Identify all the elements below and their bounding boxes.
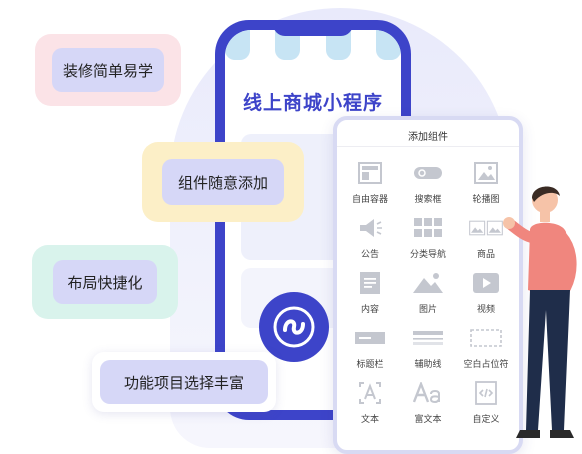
- component-label: 商品: [476, 250, 495, 260]
- image-icon: [411, 270, 445, 296]
- component-product[interactable]: 商品: [457, 215, 515, 270]
- panel-divider: [337, 146, 519, 147]
- presenter-person-illustration: [503, 186, 577, 438]
- category-nav-icon: [411, 215, 445, 241]
- component-video[interactable]: 视频: [457, 270, 515, 325]
- component-label: 轮播图: [472, 195, 500, 205]
- component-label: 辅助线: [414, 360, 442, 370]
- component-grid: 自由容器 搜索框 轮播图 公告 分类导航: [341, 160, 515, 435]
- component-free-container[interactable]: 自由容器: [341, 160, 399, 215]
- shop-awning: [225, 30, 401, 74]
- component-label: 公告: [360, 250, 379, 260]
- video-icon: [469, 270, 503, 296]
- component-title-bar[interactable]: 标题栏: [341, 325, 399, 380]
- component-search-box[interactable]: 搜索框: [399, 160, 457, 215]
- blank-placeholder-icon: [469, 325, 503, 351]
- feature-pill-rich-functions: 功能项目选择丰富: [92, 352, 276, 412]
- divider-line-icon: [411, 325, 445, 351]
- text-icon: [353, 380, 387, 406]
- component-rich-text[interactable]: 富文本: [399, 380, 457, 435]
- component-text[interactable]: 文本: [341, 380, 399, 435]
- feature-pill-add-components: 组件随意添加: [142, 142, 304, 222]
- component-label: 搜索框: [414, 195, 442, 205]
- rich-text-icon: [411, 380, 445, 406]
- feature-pill-easy-decoration: 装修简单易学: [35, 34, 181, 106]
- component-category-nav[interactable]: 分类导航: [399, 215, 457, 270]
- feature-label: 组件随意添加: [162, 159, 284, 205]
- component-label: 文本: [360, 415, 379, 425]
- add-component-panel: 添加组件 自由容器 搜索框 轮播图 公告: [333, 116, 523, 454]
- announcement-icon: [353, 215, 387, 241]
- component-carousel[interactable]: 轮播图: [457, 160, 515, 215]
- component-announcement[interactable]: 公告: [341, 215, 399, 270]
- component-label: 自由容器: [351, 195, 388, 205]
- component-label: 内容: [360, 305, 379, 315]
- feature-pill-quick-layout: 布局快捷化: [32, 245, 178, 319]
- mall-title: 线上商城小程序: [242, 92, 383, 114]
- mini-program-logo-icon: [259, 292, 329, 362]
- component-content[interactable]: 内容: [341, 270, 399, 325]
- component-label: 自定义: [472, 415, 500, 425]
- content-icon: [353, 270, 387, 296]
- component-label: 空白占位符: [463, 360, 509, 370]
- phone-notch: [273, 20, 353, 36]
- custom-code-icon: [469, 380, 503, 406]
- component-label: 富文本: [414, 415, 442, 425]
- product-icon: [469, 215, 503, 241]
- component-label: 分类导航: [409, 250, 446, 260]
- free-container-icon: [353, 160, 387, 186]
- component-label: 标题栏: [356, 360, 384, 370]
- component-label: 视频: [476, 305, 495, 315]
- feature-label: 装修简单易学: [52, 48, 164, 92]
- panel-title: 添加组件: [408, 132, 448, 143]
- component-custom[interactable]: 自定义: [457, 380, 515, 435]
- component-image[interactable]: 图片: [399, 270, 457, 325]
- component-divider-line[interactable]: 辅助线: [399, 325, 457, 380]
- title-bar-icon: [353, 325, 387, 351]
- component-blank-placeholder[interactable]: 空白占位符: [457, 325, 515, 380]
- component-label: 图片: [418, 305, 437, 315]
- feature-label: 布局快捷化: [53, 260, 157, 304]
- search-box-icon: [411, 160, 445, 186]
- carousel-icon: [469, 160, 503, 186]
- feature-label: 功能项目选择丰富: [100, 360, 268, 404]
